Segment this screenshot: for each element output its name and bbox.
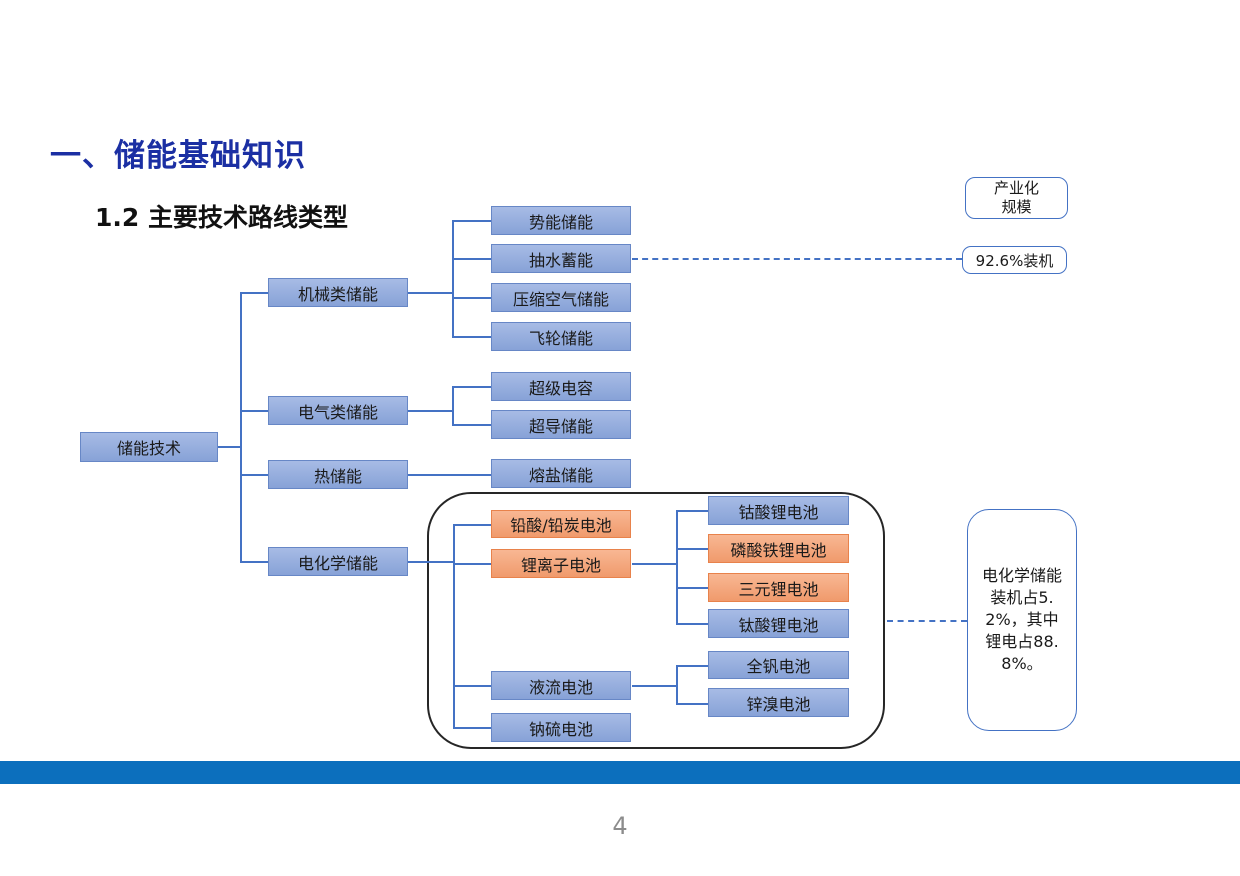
tree-node-compressed-air: 压缩空气储能 — [491, 283, 631, 312]
connector-line — [453, 524, 455, 728]
tree-node-sodium-sulfur: 钠硫电池 — [491, 713, 631, 742]
dashed-connector-electrochemical-note — [887, 620, 967, 622]
connector-line — [676, 548, 708, 550]
pumped-hydro-share-text: 92.6%装机 — [975, 251, 1054, 270]
tree-node-mechanical: 机械类储能 — [268, 278, 408, 307]
connector-line — [408, 474, 491, 476]
connector-line — [453, 685, 491, 687]
connector-line — [240, 410, 268, 412]
connector-line — [218, 446, 240, 448]
connector-line — [452, 220, 454, 337]
connector-line — [676, 623, 708, 625]
tree-node-lithium-titanate: 钛酸锂电池 — [708, 609, 849, 638]
tree-node-flywheel: 飞轮储能 — [491, 322, 631, 351]
tree-node-lithium-cobalt-oxide: 钴酸锂电池 — [708, 496, 849, 525]
connector-line — [452, 297, 491, 299]
connector-line — [676, 703, 708, 705]
connector-line — [452, 336, 491, 338]
connector-line — [452, 386, 491, 388]
tree-node-root: 储能技术 — [80, 432, 218, 462]
connector-line — [452, 258, 491, 260]
connector-line — [453, 563, 491, 565]
connector-line — [240, 474, 268, 476]
tree-node-ternary-lithium: 三元锂电池 — [708, 573, 849, 602]
electrochemical-note-callout: 电化学储能装机占5.2%，其中锂电占88.8%。 — [967, 509, 1077, 731]
industrial-scale-line2: 规模 — [1001, 198, 1032, 216]
connector-line — [453, 524, 491, 526]
dashed-connector-pumped-hydro — [632, 258, 962, 260]
connector-line — [676, 587, 708, 589]
connector-line — [453, 727, 491, 729]
industrial-scale-callout: 产业化 规模 — [965, 177, 1068, 219]
tree-node-potential-energy: 势能储能 — [491, 206, 631, 235]
pumped-hydro-share-callout: 92.6%装机 — [962, 246, 1067, 274]
tree-node-pumped-hydro: 抽水蓄能 — [491, 244, 631, 273]
connector-line — [676, 510, 708, 512]
connector-line — [408, 561, 453, 563]
footer-accent-bar — [0, 761, 1240, 784]
page-title: 一、储能基础知识 — [50, 138, 306, 174]
tree-node-molten-salt: 熔盐储能 — [491, 459, 631, 488]
tree-node-lithium-iron-phosphate: 磷酸铁锂电池 — [708, 534, 849, 563]
tree-node-supercapacitor: 超级电容 — [491, 372, 631, 401]
tree-node-thermal: 热储能 — [268, 460, 408, 489]
connector-line — [408, 410, 452, 412]
tree-node-electrical: 电气类储能 — [268, 396, 408, 425]
tree-node-flow-battery: 液流电池 — [491, 671, 631, 700]
industrial-scale-line1: 产业化 — [993, 179, 1039, 197]
connector-line — [676, 665, 708, 667]
electrochemical-note-text: 电化学储能装机占5.2%，其中锂电占88.8%。 — [981, 566, 1062, 673]
connector-line — [240, 561, 268, 563]
connector-line — [676, 510, 678, 624]
connector-line — [452, 220, 491, 222]
connector-line — [240, 292, 268, 294]
connector-line — [452, 424, 491, 426]
connector-line — [408, 292, 452, 294]
connector-line — [632, 685, 676, 687]
tree-node-zinc-bromine: 锌溴电池 — [708, 688, 849, 717]
page-number: 4 — [612, 812, 628, 840]
connector-line — [452, 386, 454, 425]
connector-line — [676, 665, 678, 704]
connector-line — [240, 292, 242, 562]
tree-node-superconducting: 超导储能 — [491, 410, 631, 439]
section-subtitle: 1.2 主要技术路线类型 — [95, 203, 348, 232]
tree-node-lead-acid: 铅酸/铅炭电池 — [491, 510, 631, 538]
connector-line — [632, 563, 676, 565]
tree-node-vanadium: 全钒电池 — [708, 651, 849, 679]
electrochemical-group-outline — [427, 492, 885, 749]
tree-node-lithium-ion: 锂离子电池 — [491, 549, 631, 578]
tree-node-electrochemical: 电化学储能 — [268, 547, 408, 576]
